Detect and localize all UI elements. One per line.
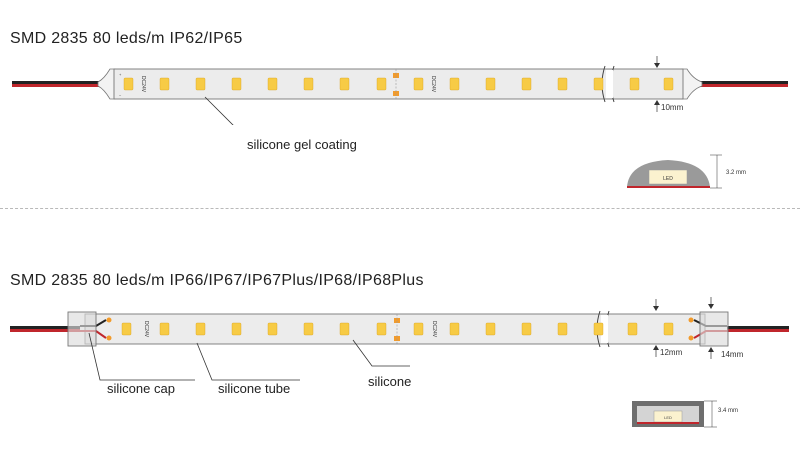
strip-1-title: SMD 2835 80 leds/m IP62/IP65 — [10, 30, 243, 47]
led-chips — [123, 77, 674, 91]
dim-width-10mm: 10mm — [661, 103, 684, 112]
led-chip — [231, 322, 242, 336]
dim-height-3-2mm: 3.2 mm — [726, 170, 747, 176]
led-chip — [376, 77, 387, 91]
leaders — [88, 332, 410, 381]
resistor-top — [393, 73, 399, 78]
voltage-label-left: DC24V — [143, 321, 149, 338]
led-chip — [413, 322, 424, 336]
led-chip — [123, 77, 134, 91]
pcb-base — [627, 186, 710, 188]
dimension-arrows-14mm — [708, 297, 714, 359]
led-chip — [557, 322, 568, 336]
dim-height-3-4mm: 3.4 mm — [718, 408, 739, 414]
polarity-minus-left: − — [119, 93, 122, 98]
led-chip — [521, 322, 532, 336]
led-chip — [267, 322, 278, 336]
callout-silicone: silicone — [368, 374, 412, 389]
led-chip — [195, 322, 206, 336]
led-chip — [303, 77, 314, 91]
callout-silicone-tube: silicone tube — [218, 381, 291, 396]
led-chip — [521, 77, 532, 91]
led-chip — [663, 77, 674, 91]
dim-width-14mm: 14mm — [721, 350, 744, 359]
led-chip — [627, 322, 638, 336]
input-wires — [10, 326, 80, 332]
led-chip — [485, 77, 496, 91]
left-end-tail — [97, 68, 116, 100]
polarity-plus-left: + — [119, 72, 122, 77]
solder-pad-right-bottom — [688, 335, 694, 341]
led-chip — [663, 322, 674, 336]
led-chip — [339, 77, 350, 91]
strip-2-title: SMD 2835 80 leds/m IP66/IP67/IP67Plus/IP… — [10, 272, 424, 289]
voltage-label-left: DC24V — [140, 76, 146, 93]
callout-silicone-gel-coating: silicone gel coating — [247, 137, 357, 152]
cross-section-ip68: LED — [632, 400, 717, 428]
solder-pad-right-top — [688, 317, 694, 323]
input-wires — [12, 81, 104, 87]
led-chip-cross — [648, 169, 688, 185]
dimension-arrows-12mm — [653, 299, 659, 357]
led-chip — [593, 77, 604, 91]
output-wires — [727, 326, 789, 332]
pcb-base — [637, 422, 699, 424]
led-strip-ip65-diagram: DC24V DC24V + − — [12, 56, 788, 125]
solder-pad-left-top — [106, 317, 112, 323]
led-chip — [159, 322, 170, 336]
led-chip — [413, 77, 424, 91]
led-chip — [376, 322, 387, 336]
cross-section-ip65: LED — [627, 154, 722, 189]
output-wires — [700, 81, 788, 87]
dim-width-12mm: 12mm — [660, 348, 683, 357]
led-chip — [629, 77, 640, 91]
height-dim-lines — [704, 400, 717, 428]
led-chip — [557, 77, 568, 91]
silicone-cap-left — [67, 311, 97, 347]
voltage-label-mid: DC24V — [431, 321, 437, 338]
led-strip-ip68-diagram: DC24V DC24V — [10, 297, 789, 381]
leader-coating — [204, 96, 234, 125]
led-chips — [121, 322, 674, 336]
led-chip — [303, 322, 314, 336]
silicone-cap-right — [699, 311, 729, 347]
led-chip — [449, 77, 460, 91]
led-chip — [231, 77, 242, 91]
led-chip — [195, 77, 206, 91]
dimension-arrows-10mm — [654, 56, 660, 112]
callout-silicone-cap: silicone cap — [107, 381, 175, 396]
resistor-top — [394, 318, 400, 323]
height-dim-lines — [710, 154, 722, 189]
led-chip — [121, 322, 132, 336]
led-text: LED — [663, 176, 673, 182]
right-end-tail — [681, 68, 703, 100]
led-chip — [485, 322, 496, 336]
solder-pad-left-bottom — [106, 335, 112, 341]
led-chip — [159, 77, 170, 91]
led-chip — [339, 322, 350, 336]
led-chip — [267, 77, 278, 91]
led-chip — [449, 322, 460, 336]
led-text: LED — [664, 415, 672, 420]
led-chip — [593, 322, 604, 336]
voltage-label-mid: DC24V — [430, 76, 436, 93]
section-divider — [0, 208, 800, 209]
